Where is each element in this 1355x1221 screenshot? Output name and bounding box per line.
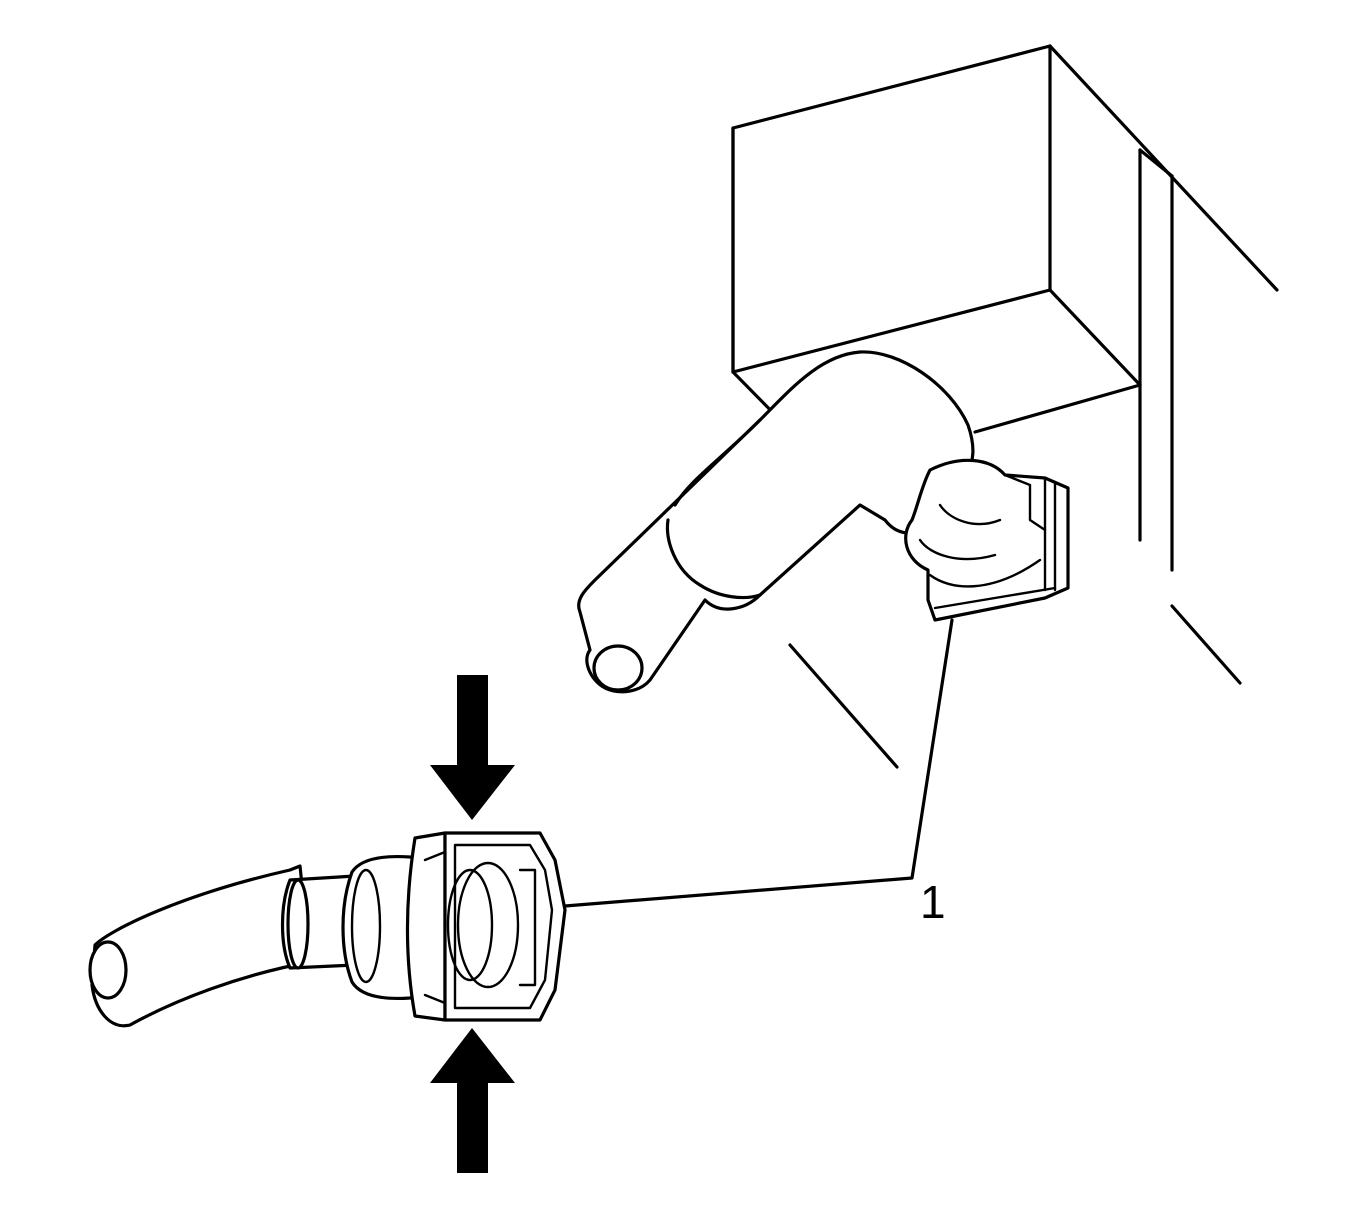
squeeze-arrow-bottom [430,1028,515,1173]
installed-fitting [904,458,1070,622]
callout-1: 1 [563,618,954,928]
squeeze-arrow-top [430,675,515,820]
disconnected-hose [88,864,312,1028]
removed-fitting [280,831,567,1022]
callout-1-label: 1 [920,876,946,928]
module-housing [731,44,1279,769]
callout-1-leader [563,618,954,908]
connected-hose [577,350,975,694]
